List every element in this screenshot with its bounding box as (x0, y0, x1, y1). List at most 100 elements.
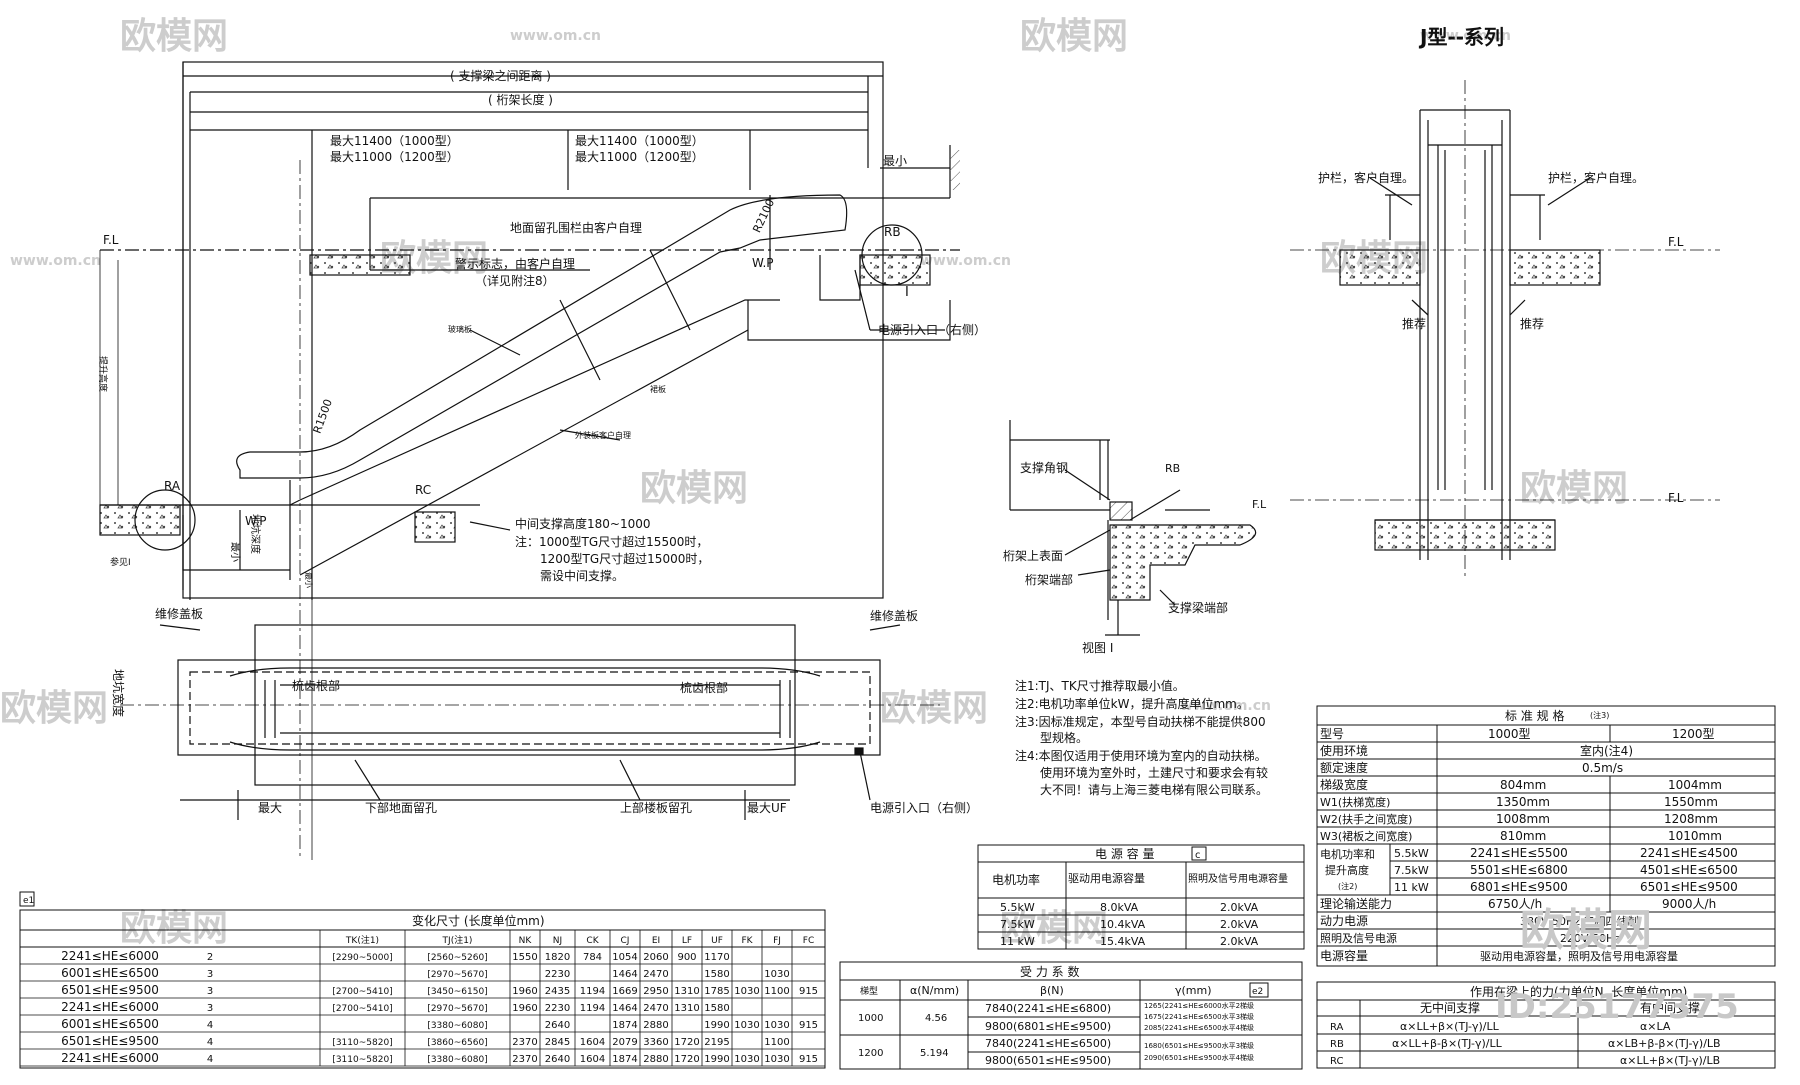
var-table-cell: 915 (799, 1054, 818, 1065)
section-view (1290, 80, 1720, 580)
var-table-cell: 2950 (643, 986, 668, 997)
spec-col-1200: 1200型 (1672, 727, 1715, 741)
var-table-header: FK (741, 936, 753, 946)
spec-cell: 1550mm (1664, 795, 1718, 809)
logo-watermark: 欧模网 (1520, 905, 1652, 956)
coef-gamma: 1265(2241≤HE≤6000水平2梯级 (1144, 1001, 1254, 1010)
coef-gamma: 2085(2241≤HE≤6500水平4梯级 (1144, 1023, 1254, 1032)
var-table-cell: 1580 (704, 1003, 729, 1014)
var-table-cell: 4 (207, 1037, 213, 1048)
elevation-labels: ( 支撑梁之间距离 ) ( 桁架长度 ) 最大11400（1000型） 最大11… (97, 68, 986, 588)
section-upper-right-slab (1509, 249, 1601, 286)
var-table-cell: [3110~5820] (332, 1038, 392, 1048)
var-table-cell: 1820 (545, 952, 570, 963)
var-table-cell: [2290~5000] (332, 953, 392, 963)
section-fl-top: F.L (1668, 235, 1684, 249)
var-table-cell: [2970~5670] (427, 1004, 487, 1014)
view-i-fl: F.L (1252, 498, 1267, 511)
spec-row-label: W1(扶梯宽度) (1320, 795, 1390, 809)
var-table-header: FC (803, 936, 814, 946)
warning-note-1: 警示标志，由客户自理 (455, 256, 575, 271)
dim-max-1200-right: 最大11000（1200型） (575, 150, 704, 164)
maintenance-cover-right: 维修盖板 (870, 608, 918, 623)
coef-tag: e2 (1252, 987, 1263, 997)
var-table-cell: 1550 (512, 952, 537, 963)
notes-block: 注1:TJ、TK尺寸推荐取最小值。 注2:电机功率单位kW，提升高度单位mm。 … (1015, 678, 1268, 797)
power-cell: 10.4kVA (1100, 918, 1146, 931)
note-line: 使用环境为室外时，土建尺寸和要求会有较 (1040, 765, 1268, 780)
var-table-cell: 1030 (764, 969, 789, 980)
section-upper-left-slab (1339, 249, 1421, 286)
var-table-cell: 1580 (704, 969, 729, 980)
maintenance-cover-left: 维修盖板 (155, 606, 203, 621)
motor-label-note: (注2) (1338, 881, 1357, 891)
var-table-cell: 2435 (545, 986, 570, 997)
var-table-cell: 1100 (764, 1037, 789, 1048)
motor-label: 电机功率和 (1320, 847, 1375, 861)
var-table-cell: 2640 (545, 1054, 570, 1065)
note-line: 大不同！请与上海三菱电梯有限公司联系。 (1040, 782, 1268, 797)
outer-cover-label: 外装板客户自理 (575, 430, 631, 440)
var-table-cell: 2230 (545, 969, 570, 980)
spec-row-label: 电源容量 (1320, 948, 1368, 963)
mark-i: I (905, 285, 909, 300)
view-i-rb: RB (1165, 462, 1180, 475)
spec-row-label: 理论输送能力 (1320, 896, 1392, 911)
coef-beta: 7840(2241≤HE≤6500) (985, 1037, 1111, 1050)
spec-table (1316, 705, 1776, 967)
spec-row-label: 额定速度 (1320, 760, 1368, 775)
var-table-cell: 784 (583, 952, 602, 963)
note-line: 注1:TJ、TK尺寸推荐取最小值。 (1015, 678, 1185, 693)
spec-cell: 220V,50Hz (1560, 932, 1620, 945)
var-table-cell: 1785 (704, 986, 729, 997)
watermark-url: www.om.cn (10, 253, 101, 269)
view-i-caption: 视图 I (1082, 640, 1113, 655)
watermark: 欧模网 (1520, 468, 1628, 509)
watermark-url: www.om.cn (1180, 698, 1271, 714)
truss-end-label: 桁架端部 (1025, 572, 1073, 587)
var-table-cell: 1720 (674, 1054, 699, 1065)
coef-model: 1200 (858, 1048, 883, 1059)
watermark: 欧模网 (640, 468, 748, 509)
var-table-cell: 2195 (704, 1037, 729, 1048)
note-line: 注4:本图仅适用于使用环境为室内的自动扶梯。 (1015, 748, 1267, 763)
force-col-no: 无中间支撑 (1420, 1000, 1480, 1015)
motor-range: 4501≤HE≤6500 (1640, 863, 1738, 877)
lift-height-label: 提升高度 (97, 356, 109, 392)
spec-row-label: 动力电源 (1320, 914, 1368, 928)
spec-row-label: 梯级宽度 (1320, 777, 1368, 792)
dim-max-1000-left: 最大11400（1000型） (330, 134, 459, 148)
var-table-cell: 2079 (612, 1037, 637, 1048)
coef-beta: 7840(2241≤HE≤6800) (985, 1002, 1111, 1015)
spec-cell: 1010mm (1668, 829, 1722, 843)
watermark-url: www.om.cn (1420, 28, 1511, 44)
force-cell: α×LL+β×(TJ-γ)/LB (1620, 1054, 1720, 1067)
var-table-cell: [3110~5820] (332, 1055, 392, 1065)
coef-header: 梯型 (860, 985, 878, 997)
motor-range: 2241≤HE≤5500 (1470, 846, 1568, 860)
spec-title: 标 准 规 格 (1505, 708, 1564, 723)
upper-left-concrete (309, 254, 411, 276)
drawing-title: J型--系列 (1418, 25, 1504, 49)
spec-cell: 0.5m/s (1582, 761, 1623, 775)
spec-row-label: 型号 (1320, 727, 1344, 741)
var-table-cell: 6501≤HE≤9500 (61, 1034, 159, 1048)
motor-power: 11 kW (1394, 881, 1429, 894)
ref-i-label: 参见I (110, 556, 131, 568)
var-table-tag: e1 (23, 896, 34, 906)
power-cell: 11 kW (1000, 935, 1035, 948)
power-cell: 8.0kVA (1100, 901, 1139, 914)
var-table-cell: 1310 (674, 1003, 699, 1014)
var-table-cell: 1604 (580, 1054, 605, 1065)
spec-cell: 室内(注4) (1580, 743, 1633, 758)
var-table-cell: 1170 (704, 952, 729, 963)
plan-view (120, 624, 940, 820)
var-table-cell: [2700~5410] (332, 987, 392, 997)
force-cell: α×LL+β-β×(TJ-γ)/LL (1392, 1037, 1503, 1050)
coef-alpha: 4.56 (925, 1013, 947, 1024)
var-table-cell: [3380~6080] (427, 1055, 487, 1065)
power-header: 电机功率 (992, 872, 1040, 887)
var-table-cell: 1874 (612, 1054, 637, 1065)
